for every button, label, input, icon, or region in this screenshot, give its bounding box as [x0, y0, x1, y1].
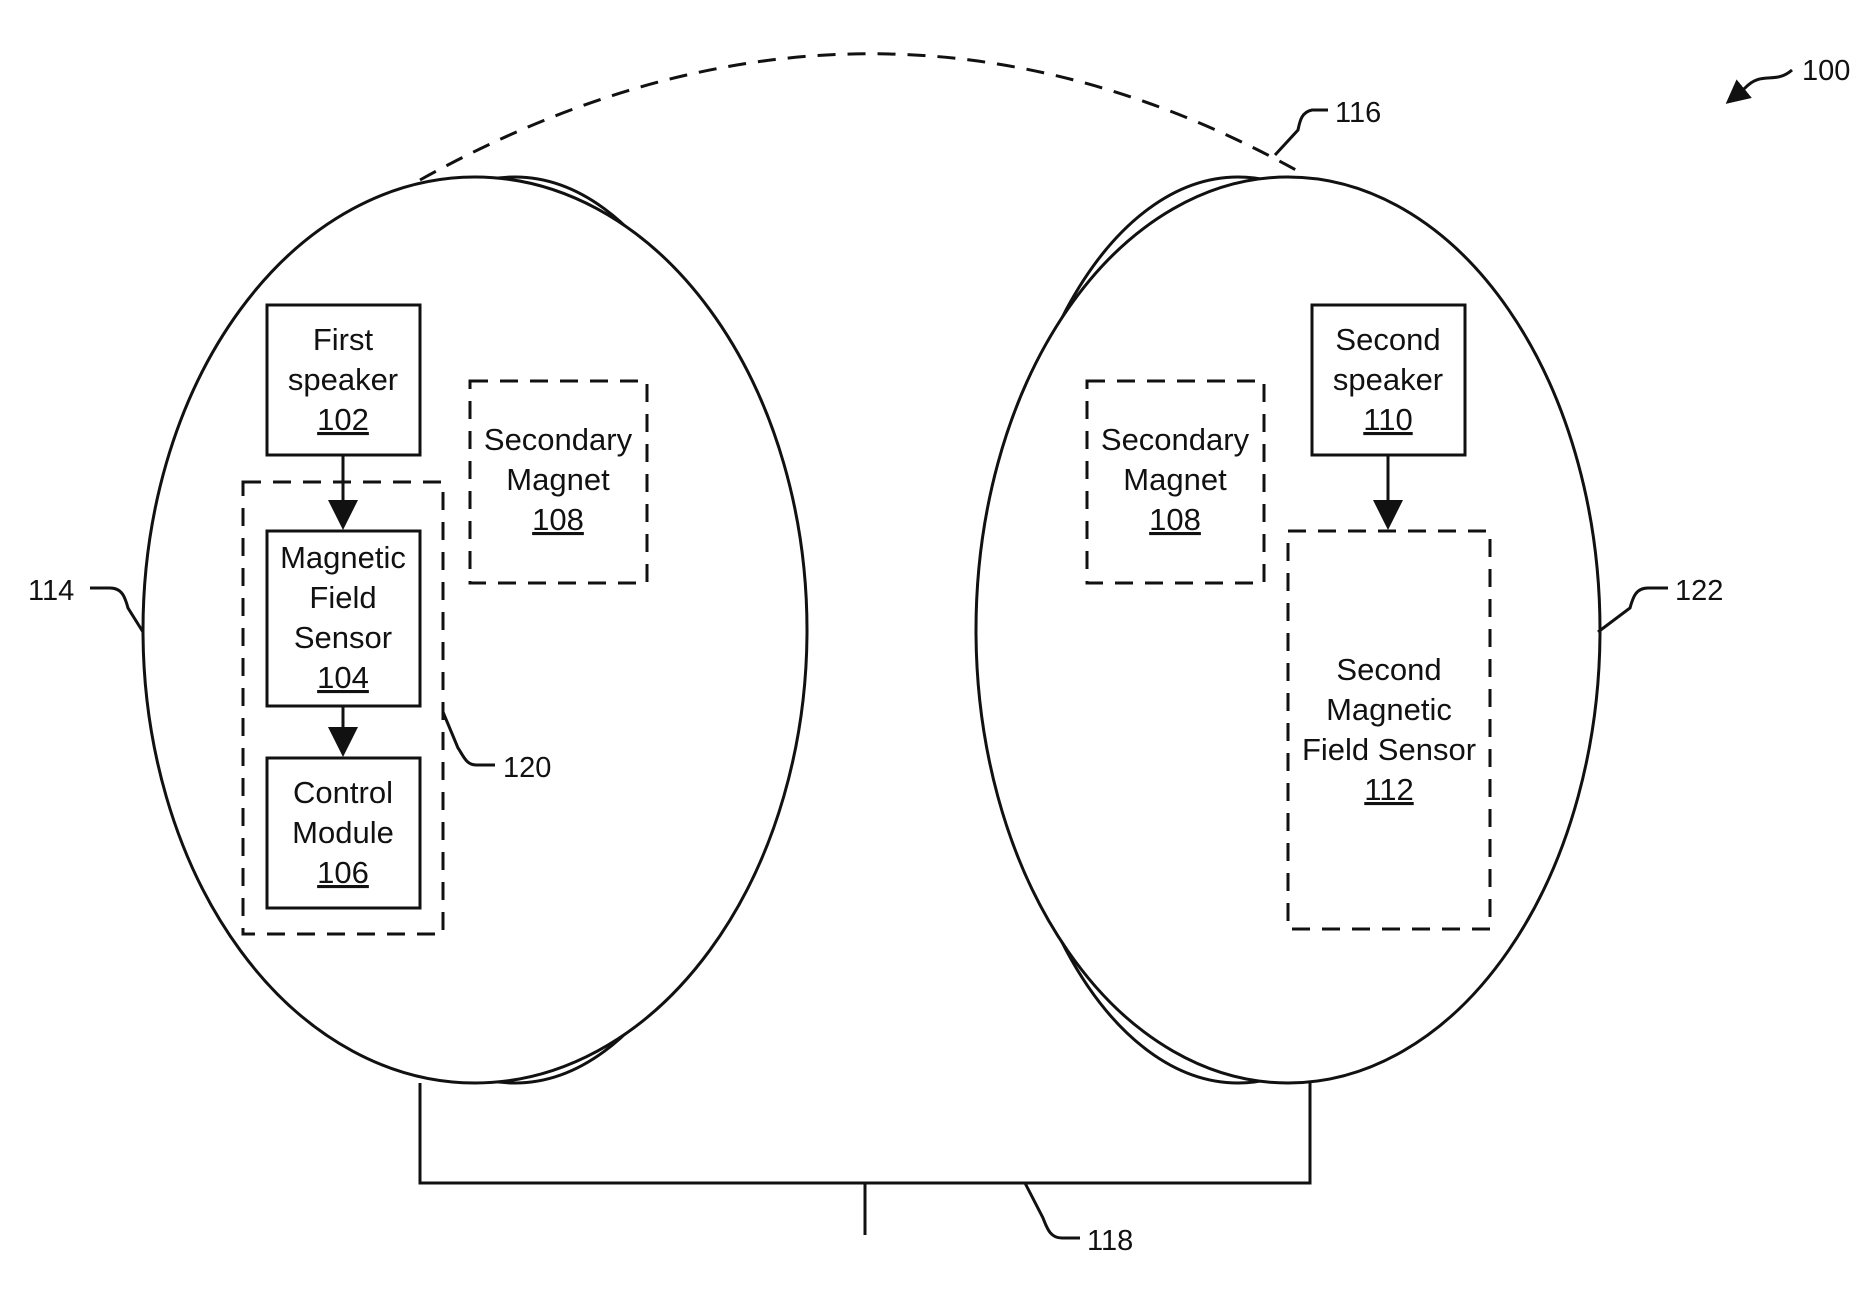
first-speaker-ref: 102 — [317, 402, 369, 437]
second-speaker-ref: 110 — [1363, 402, 1412, 437]
second-magnetic-field-sensor-label-2: Magnetic — [1326, 692, 1452, 727]
magnetic-field-sensor-label-1: Magnetic — [280, 540, 406, 575]
first-speaker-label-1: First — [313, 322, 374, 357]
right-secondary-magnet-ref: 108 — [1149, 502, 1201, 537]
ref-114: 114 — [28, 575, 74, 607]
ref-118: 118 — [1087, 1225, 1133, 1257]
leader-100 — [1728, 70, 1792, 102]
ref-122: 122 — [1675, 575, 1723, 607]
right-earcup — [976, 177, 1600, 1083]
headband-arc — [420, 54, 1305, 180]
control-module-label-1: Control — [293, 775, 393, 810]
magnetic-field-sensor-label-3: Sensor — [294, 620, 392, 655]
left-secondary-magnet-label-2: Magnet — [506, 462, 610, 497]
left-secondary-magnet-label-1: Secondary — [484, 422, 633, 457]
leader-118 — [1025, 1183, 1080, 1238]
second-magnetic-field-sensor-label-3: Field Sensor — [1302, 732, 1476, 767]
magnetic-field-sensor-ref: 104 — [317, 660, 369, 695]
right-secondary-magnet-label-2: Magnet — [1123, 462, 1227, 497]
ref-120: 120 — [503, 752, 551, 784]
right-secondary-magnet-label-1: Secondary — [1101, 422, 1250, 457]
leader-114 — [90, 588, 143, 632]
second-magnetic-field-sensor-label-1: Second — [1336, 652, 1441, 687]
control-module-label-2: Module — [292, 815, 394, 850]
first-speaker-label-2: speaker — [288, 362, 398, 397]
leader-116 — [1275, 110, 1328, 155]
magnetic-field-sensor-label-2: Field — [309, 580, 376, 615]
control-module-ref: 106 — [317, 855, 369, 890]
second-magnetic-field-sensor-ref: 112 — [1364, 772, 1413, 807]
connector-cable — [420, 1083, 1310, 1183]
second-speaker-label-2: speaker — [1333, 362, 1443, 397]
leader-122 — [1598, 588, 1668, 632]
left-secondary-magnet-ref: 108 — [532, 502, 584, 537]
second-speaker-label-1: Second — [1335, 322, 1440, 357]
ref-100: 100 — [1802, 55, 1850, 87]
ref-116: 116 — [1335, 97, 1381, 129]
